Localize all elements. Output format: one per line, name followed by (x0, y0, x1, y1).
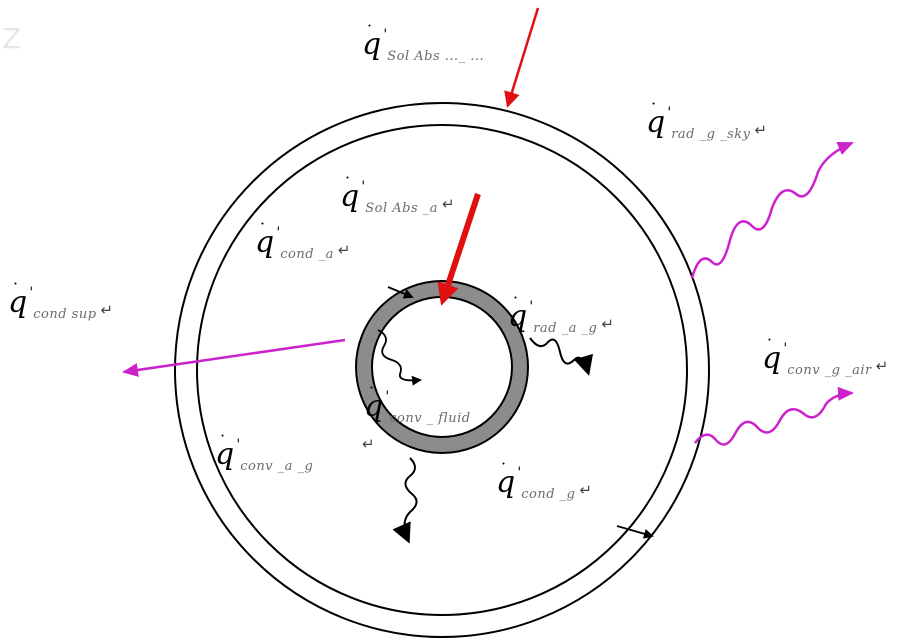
q-symbol: q˙' (364, 384, 390, 424)
label-q-conv-g-air: q˙'conv _g _air↵ (762, 336, 889, 378)
q-symbol: q˙' (8, 280, 34, 320)
return-mark: ↵ (579, 481, 593, 499)
cond-g-arrow (616, 525, 654, 539)
return-mark: ↵ (601, 315, 614, 333)
conv-g-air-arrow (693, 386, 854, 446)
return-mark: ↵ (875, 357, 889, 375)
solar-absorbed-glass-arrow (504, 7, 540, 108)
q-symbol: q˙' (496, 460, 522, 500)
return-mark: ↵ (337, 241, 351, 259)
q-symbol: q˙' (215, 432, 241, 472)
label-q-cond-a: q˙'cond _a↵ (255, 220, 351, 262)
cond-a-arrow (387, 286, 414, 299)
return-mark-small: ↵ (362, 435, 375, 453)
q-symbol: q˙' (340, 174, 366, 214)
label-q-solabs-outer: q˙'Sol Abs ..._ ... (362, 22, 485, 64)
label-q-cond-sup: q˙'cond sup↵ (8, 280, 114, 322)
label-q-solabs-a: q˙'Sol Abs _a↵ (340, 174, 455, 216)
conv-a-g-arrow (392, 457, 418, 544)
label-q-rad-a-g: q˙'rad _a _g↵ (508, 294, 614, 336)
label-q-rad-g-sky: q˙'rad _g _sky↵ (646, 100, 768, 142)
label-q-conv-a-g: q˙'conv _a _g (215, 432, 314, 474)
q-symbol: q˙' (362, 22, 388, 62)
q-symbol: q˙' (255, 220, 281, 260)
q-symbol: q˙' (646, 100, 672, 140)
rad-a-g-arrow (529, 337, 593, 376)
label-q-conv-fluid: q˙'conv _ fluid (364, 384, 471, 426)
q-symbol: q˙' (762, 336, 788, 376)
solar-absorbed-absorber-arrow (437, 193, 481, 306)
corner-mark: Z (2, 22, 22, 55)
q-symbol: q˙' (508, 294, 534, 334)
conv-fluid-arrow (377, 329, 422, 386)
return-mark: ↵ (100, 301, 114, 319)
return-mark: ↵ (754, 121, 768, 139)
label-q-cond-g: q˙'cond _g↵ (496, 460, 593, 502)
return-mark: ↵ (442, 195, 455, 213)
rad-g-sky-arrow (690, 141, 854, 279)
cond-sup-arrow (122, 338, 346, 377)
